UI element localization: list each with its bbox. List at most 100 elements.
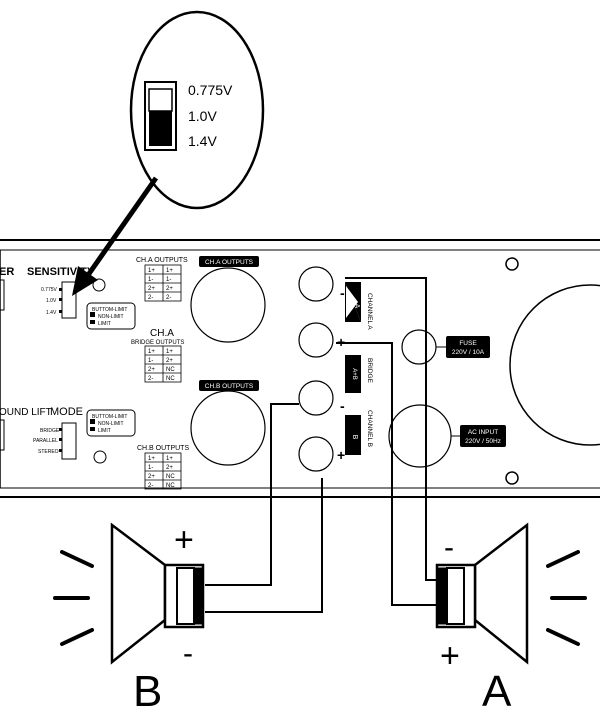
cha-br-r4c2: NC <box>166 376 175 382</box>
mounting-hole <box>505 471 519 485</box>
limit-option-non-b: NON-LIMIT <box>98 421 124 427</box>
fan-grille <box>509 284 600 446</box>
fuse-holder[interactable] <box>401 329 437 365</box>
cha-bridge-title-1: CH.A <box>150 328 174 339</box>
cha-outputs-table <box>144 264 182 302</box>
cha-br-r1c2: 1+ <box>166 349 173 355</box>
mode-small-parallel: PARALLEL <box>33 438 58 444</box>
cha-out-r3c2: 2+ <box>166 286 173 292</box>
cha-br-r3c2: NC <box>166 367 175 373</box>
rear-panel <box>0 239 600 498</box>
svg-text:220V / 10A: 220V / 10A <box>452 349 485 356</box>
binding-posts <box>298 266 334 472</box>
ac-input-badge: AC INPUT 220V / 50Hz <box>460 425 506 447</box>
channel-b-label: CHANNEL B <box>366 410 373 447</box>
binding-post-a-plus[interactable] <box>298 322 334 358</box>
cha-br-r4c1: 2- <box>148 376 153 382</box>
sens-small-14: 1.4V <box>46 310 57 316</box>
mode-small-stereo: STEREO <box>38 449 59 455</box>
ac-input-socket[interactable] <box>388 404 452 468</box>
chb-out-r2c2: 2+ <box>166 465 173 471</box>
wire-a-minus <box>345 277 445 581</box>
svg-text:AC INPUT: AC INPUT <box>468 429 498 436</box>
svg-text:CH.A OUTPUTS: CH.A OUTPUTS <box>205 259 254 266</box>
ground-lift-label-partial: OUND LIFT <box>0 407 52 418</box>
speaker-a-minus: - <box>444 531 454 564</box>
binding-post-b-plus[interactable] <box>298 436 334 472</box>
zoom-callout: 0.775V 1.0V 1.4V <box>129 10 265 210</box>
cha-speakon-jack[interactable] <box>190 267 266 343</box>
limit-knob-a[interactable] <box>92 278 106 292</box>
svg-text:CH.B OUTPUTS: CH.B OUTPUTS <box>205 383 254 390</box>
svg-text:B: B <box>351 435 358 440</box>
chb-outputs-title: CH.B OUTPUTS <box>137 445 189 452</box>
wire-a-plus <box>336 342 445 606</box>
wire-b-upper <box>205 403 299 586</box>
speaker-b-label: B <box>133 667 162 714</box>
cha-out-r1c1: 1+ <box>148 268 155 274</box>
cha-out-r4c2: 2- <box>166 295 171 301</box>
speaker-b <box>110 522 205 665</box>
fuse-badge: FUSE 220V / 10A <box>446 336 490 358</box>
cha-out-r2c1: 1- <box>148 277 153 283</box>
terminal-minus-b: - <box>340 398 345 414</box>
zoom-arrow <box>72 176 159 296</box>
speaker-b-sound-lines <box>53 550 94 646</box>
svg-text:220V / 50Hz: 220V / 50Hz <box>465 438 501 445</box>
cha-br-r3c1: 2+ <box>148 367 155 373</box>
cha-outputs-badge: CH.A OUTPUTS <box>199 256 259 267</box>
chb-out-r3c1: 2+ <box>148 474 155 480</box>
terminal-plus-b: + <box>337 447 345 463</box>
limit-label-box-a: BUTTOM-LIMIT NON-LIMIT LIMIT <box>86 302 136 330</box>
limit-knob-b[interactable] <box>93 450 107 464</box>
sensitivity-switch[interactable] <box>59 281 77 319</box>
svg-text:FUSE: FUSE <box>459 340 477 347</box>
cha-br-r2c2: 2+ <box>166 358 173 364</box>
chb-out-r1c2: 1+ <box>166 456 173 462</box>
speaker-b-plus: + <box>174 521 194 559</box>
cha-outputs-title: CH.A OUTPUTS <box>136 257 188 264</box>
svg-text:A: A <box>353 304 360 309</box>
cha-br-r2c1: 1- <box>148 358 153 364</box>
svg-text:A+B: A+B <box>351 368 357 380</box>
cha-out-r1c2: 1+ <box>166 268 173 274</box>
chb-out-r4c1: 2- <box>148 483 153 489</box>
cha-br-r1c1: 1+ <box>148 349 155 355</box>
cha-out-r2c2: 1- <box>166 277 171 283</box>
binding-post-b-minus[interactable] <box>298 380 334 416</box>
binding-post-a-minus[interactable] <box>298 266 334 302</box>
terminal-minus-a: - <box>340 285 345 301</box>
zoom-option-10: 1.0V <box>188 108 217 124</box>
limit-option-non: NON-LIMIT <box>98 314 124 320</box>
limit-option-limit-b: LIMIT <box>98 428 111 434</box>
limit-option-limit: LIMIT <box>98 321 111 327</box>
wire-b-lower <box>205 478 323 613</box>
bridge-tab: A+B <box>345 355 361 393</box>
limit-option-buttom: BUTTOM-LIMIT <box>92 307 127 313</box>
chb-out-r4c2: NC <box>166 483 175 489</box>
chb-out-r2c1: 1- <box>148 465 153 471</box>
channel-a-tab: A <box>345 282 361 322</box>
mode-switch[interactable] <box>59 422 77 460</box>
chb-speakon-jack[interactable] <box>190 390 266 466</box>
cha-out-r4c1: 2- <box>148 295 153 301</box>
sens-small-0775: 0.775V <box>41 287 58 293</box>
speaker-a-label: A <box>482 667 512 714</box>
cha-bridge-title-2: BRIDGE OUTPUTS <box>131 340 184 346</box>
sens-small-10: 1.0V <box>46 298 57 304</box>
zoom-option-14: 1.4V <box>188 133 217 149</box>
power-label-partial: ER <box>0 266 14 278</box>
speaker-b-minus: - <box>183 637 193 670</box>
chb-outputs-badge: CH.B OUTPUTS <box>199 380 259 391</box>
channel-b-tab: B <box>345 415 361 455</box>
speaker-a <box>435 522 529 665</box>
speaker-a-plus: + <box>440 637 460 675</box>
zoom-option-0775: 0.775V <box>188 82 233 98</box>
cha-out-r3c1: 2+ <box>148 286 155 292</box>
cha-bridge-table <box>144 345 182 383</box>
limit-label-box-b: BUTTOM-LIMIT NON-LIMIT LIMIT <box>86 409 136 437</box>
bridge-label: BRIDGE <box>366 358 373 384</box>
mounting-hole <box>505 257 519 271</box>
speaker-wires <box>205 277 445 613</box>
